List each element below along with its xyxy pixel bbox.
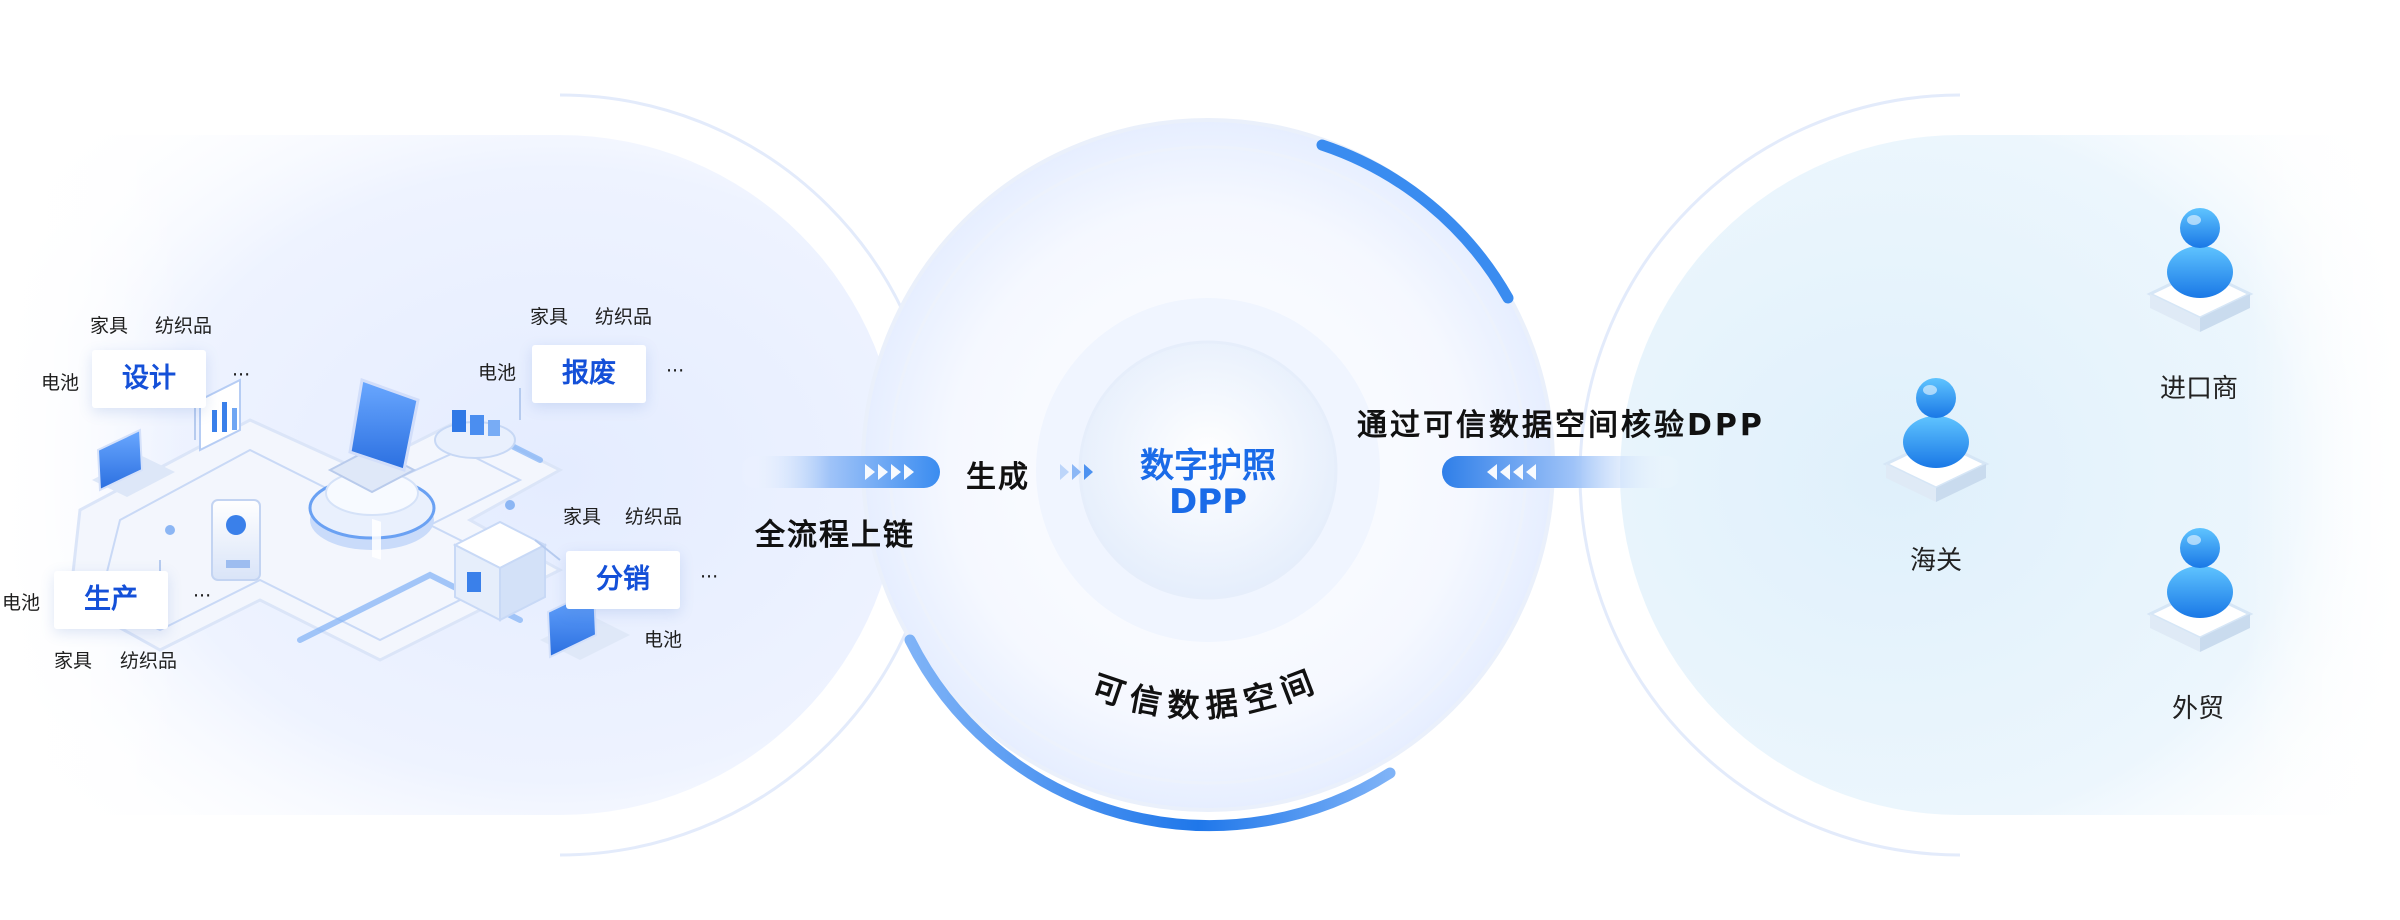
passport-subtitle: DPP bbox=[1168, 482, 1248, 522]
tag-textiles: 纺织品 bbox=[155, 315, 213, 337]
tag-furniture: 家具 bbox=[563, 506, 602, 528]
stage-label-production: 生产 bbox=[54, 571, 168, 629]
tag-more: ··· bbox=[232, 364, 251, 386]
person-avatar-icon bbox=[2146, 208, 2254, 332]
tag-furniture: 家具 bbox=[530, 306, 569, 328]
on-chain-label: 全流程上链 bbox=[755, 518, 915, 553]
upper-arc bbox=[1316, 139, 1514, 304]
trusted-space-arcs bbox=[904, 139, 1514, 832]
verify-label: 通过可信数据空间核验DPP bbox=[1357, 408, 1765, 443]
on-chain-arrow bbox=[740, 456, 940, 488]
tag-furniture: 家具 bbox=[90, 315, 129, 337]
tag-more: ··· bbox=[666, 360, 685, 382]
right-panel-background bbox=[1578, 93, 2400, 857]
verify-arrow bbox=[1442, 456, 1682, 488]
role-label-customs: 海关 bbox=[1910, 546, 1963, 576]
generate-chevron-arrows-icon bbox=[1060, 464, 1093, 480]
person-avatar-icon bbox=[1882, 378, 1990, 502]
tag-battery: 电池 bbox=[41, 372, 80, 394]
tag-battery: 电池 bbox=[2, 592, 41, 614]
center-rings bbox=[861, 118, 1555, 812]
tag-textiles: 纺织品 bbox=[625, 506, 683, 528]
tag-battery: 电池 bbox=[644, 629, 683, 651]
passport-title: 数字护照 bbox=[1140, 446, 1276, 486]
role-label-importer: 进口商 bbox=[2160, 374, 2239, 404]
stage-label-distribution: 分销 bbox=[566, 551, 680, 609]
tag-furniture: 家具 bbox=[54, 650, 93, 672]
generate-label: 生成 bbox=[966, 460, 1030, 495]
stage-label-scrap: 报废 bbox=[532, 345, 646, 403]
stage-label-design: 设计 bbox=[92, 350, 206, 408]
lower-arc bbox=[904, 634, 1396, 832]
person-avatar-icon bbox=[2146, 528, 2254, 652]
chevron-arrows-icon bbox=[865, 464, 914, 480]
tag-textiles: 纺织品 bbox=[120, 650, 178, 672]
isometric-platform-illustration bbox=[68, 377, 630, 662]
role-label-foreign-trade: 外贸 bbox=[2172, 694, 2225, 724]
tag-battery: 电池 bbox=[478, 362, 517, 384]
chevron-left-arrows-icon bbox=[1487, 464, 1536, 480]
tag-more: ··· bbox=[700, 566, 719, 588]
tag-textiles: 纺织品 bbox=[595, 306, 653, 328]
tag-more: ··· bbox=[193, 585, 212, 607]
